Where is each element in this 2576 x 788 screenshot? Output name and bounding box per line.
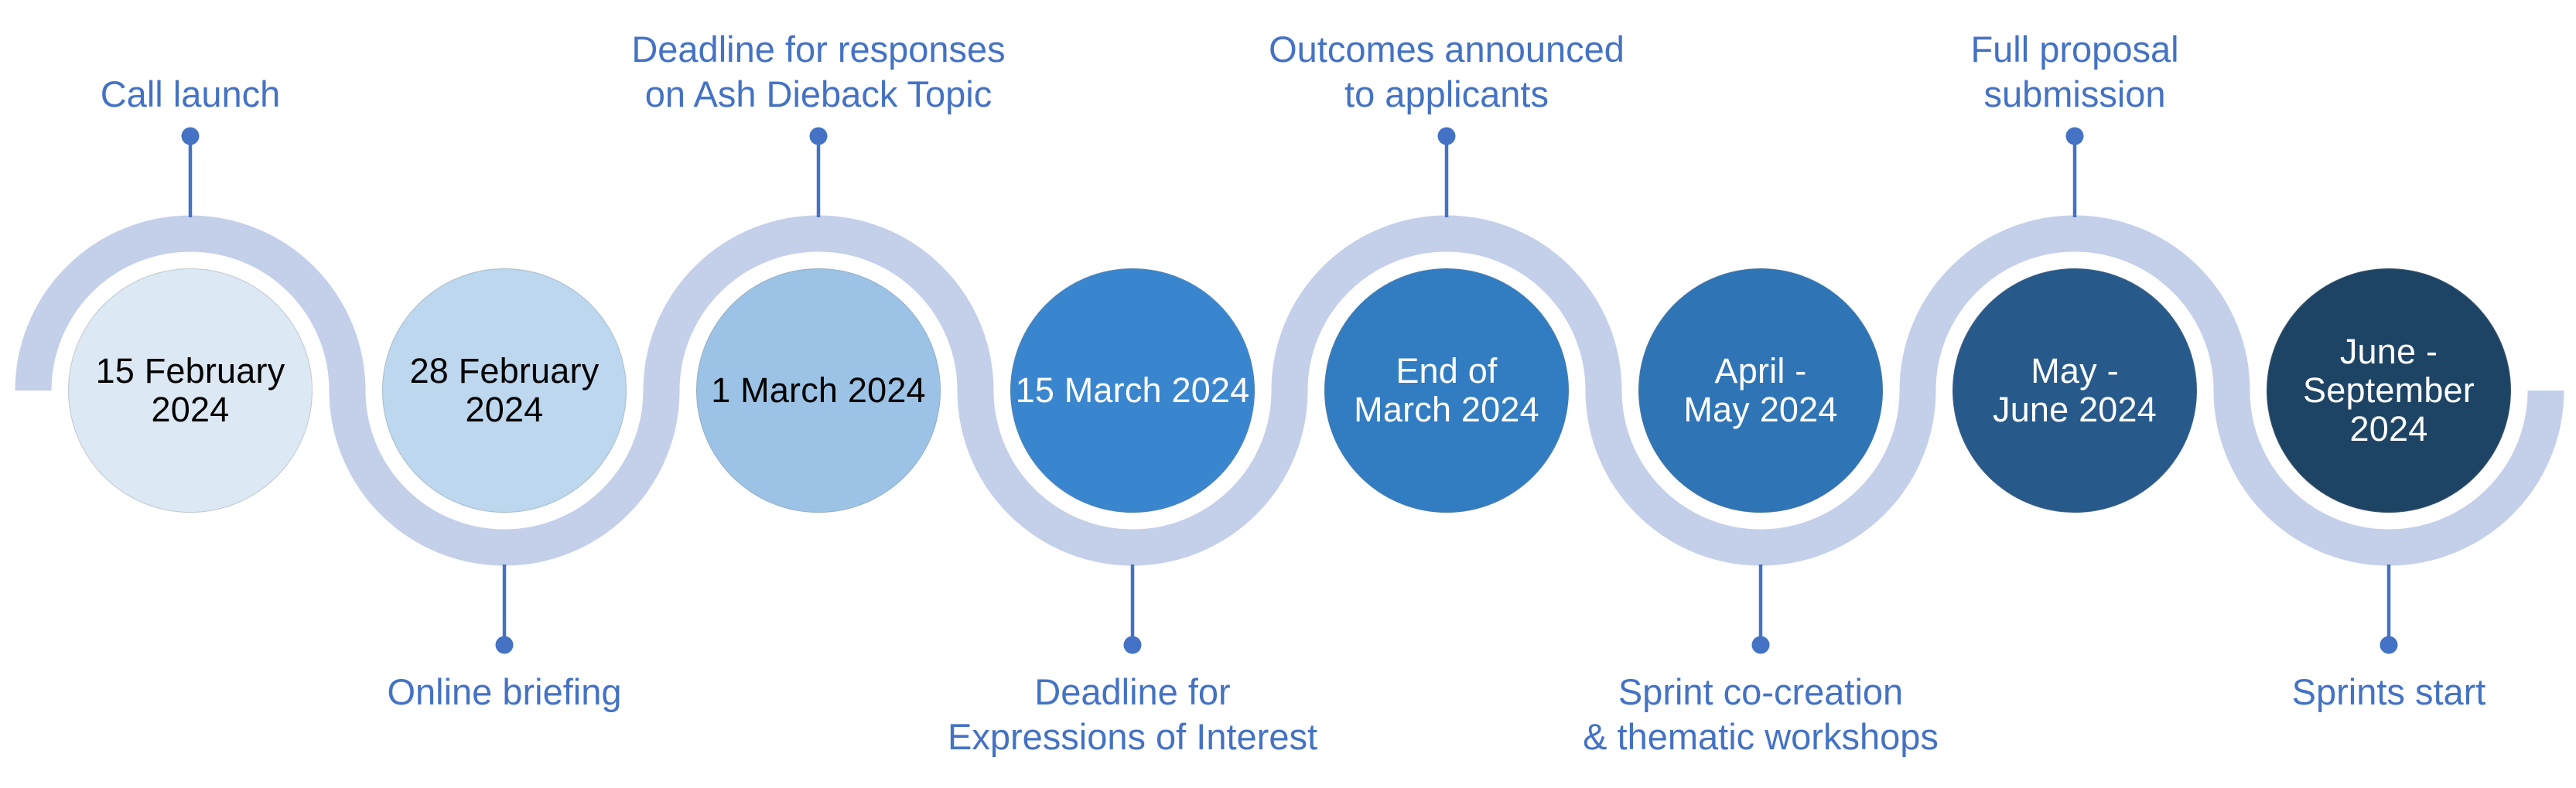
milestone-date: 1 March 2024 bbox=[711, 370, 926, 410]
milestone-date: May - June 2024 bbox=[1993, 351, 2157, 429]
milestone-circle: June - September 2024 bbox=[2267, 268, 2511, 513]
connector-line bbox=[816, 136, 821, 217]
milestone-circle: May - June 2024 bbox=[1952, 268, 2197, 513]
connector-dot bbox=[809, 127, 828, 145]
connector-dot bbox=[1437, 127, 1456, 145]
milestone-circle: 28 February 2024 bbox=[382, 268, 627, 513]
milestone-date: June - September 2024 bbox=[2303, 332, 2475, 449]
milestone-label: Sprint co-creation & thematic workshops bbox=[1583, 671, 1939, 757]
milestone-date: April - May 2024 bbox=[1683, 351, 1838, 429]
connector-dot bbox=[1751, 636, 1770, 654]
milestone-circle: 15 March 2024 bbox=[1010, 268, 1255, 513]
milestone-label: Call launch bbox=[100, 73, 281, 114]
connector-line bbox=[2072, 136, 2077, 217]
connector-dot bbox=[2380, 636, 2398, 654]
connector-line bbox=[502, 565, 507, 645]
connector-line bbox=[1758, 565, 1763, 645]
connector-dot bbox=[1123, 636, 1142, 654]
milestone-label: Online briefing bbox=[387, 671, 622, 712]
milestone-label: Sprints start bbox=[2291, 671, 2486, 712]
milestone-circle: 1 March 2024 bbox=[696, 268, 941, 513]
milestone-label: Deadline for Expressions of Interest bbox=[947, 671, 1318, 757]
milestone-date: 15 March 2024 bbox=[1015, 370, 1250, 410]
connector-line bbox=[188, 136, 193, 217]
connector-dot bbox=[2065, 127, 2084, 145]
connectors bbox=[181, 127, 2398, 654]
milestone-circle: End of March 2024 bbox=[1324, 268, 1569, 513]
milestone-circle: April - May 2024 bbox=[1638, 268, 1883, 513]
milestone-circle: 15 February 2024 bbox=[68, 268, 313, 513]
connector-line bbox=[1130, 565, 1135, 645]
milestone-label: Deadline for responses on Ash Dieback To… bbox=[631, 29, 1006, 114]
milestone-date: 28 February 2024 bbox=[409, 351, 600, 429]
milestone-date: End of March 2024 bbox=[1354, 351, 1539, 429]
connector-dot bbox=[495, 636, 514, 654]
connector-line bbox=[1444, 136, 1449, 217]
connector-dot bbox=[181, 127, 200, 145]
connector-line bbox=[2386, 565, 2391, 645]
timeline-ribbon bbox=[15, 215, 2564, 566]
milestone-date: 15 February 2024 bbox=[95, 351, 285, 429]
milestone-label: Outcomes announced to applicants bbox=[1269, 29, 1625, 114]
milestone-label: Full proposal submission bbox=[1970, 29, 2179, 114]
